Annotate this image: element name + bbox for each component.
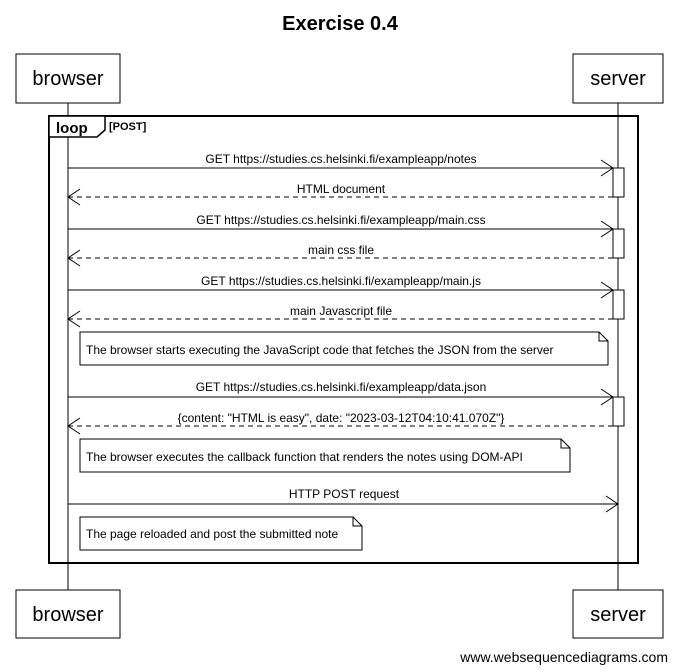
message-label: HTTP POST request (289, 487, 400, 501)
message-label: {content: "HTML is easy", date: "2023-03… (178, 411, 505, 425)
message-request: GET https://studies.cs.helsinki.fi/examp… (68, 152, 614, 177)
activation-bar (612, 167, 625, 198)
actor-server-bottom-label: server (590, 604, 646, 626)
actor-browser-top-label: browser (32, 68, 103, 90)
actor-server-top: server (572, 53, 664, 104)
message-request: HTTP POST request (68, 487, 619, 513)
message-label: main css file (308, 243, 374, 257)
note-text: The page reloaded and post the submitted… (86, 527, 339, 541)
message-response: main css file (67, 243, 613, 267)
actor-browser-bottom: browser (15, 589, 121, 639)
message-label: GET https://studies.cs.helsinki.fi/examp… (201, 274, 481, 288)
message-label: main Javascript file (290, 304, 392, 318)
message-request: GET https://studies.cs.helsinki.fi/examp… (68, 274, 614, 299)
loop-condition: [POST] (109, 121, 147, 133)
activation-bar (612, 228, 625, 259)
message-request: GET https://studies.cs.helsinki.fi/examp… (68, 213, 614, 238)
watermark-link[interactable]: www.websequencediagrams.com (459, 649, 668, 665)
message-label: GET https://studies.cs.helsinki.fi/examp… (196, 380, 487, 394)
note-text: The browser executes the callback functi… (86, 450, 523, 464)
actor-browser-bottom-label: browser (32, 604, 103, 626)
message-label: GET https://studies.cs.helsinki.fi/examp… (196, 213, 485, 227)
actor-browser-top: browser (15, 53, 121, 104)
actor-server-bottom: server (572, 589, 664, 639)
activation-bar (612, 396, 625, 427)
message-response: HTML document (67, 182, 613, 206)
diagram-title: Exercise 0.4 (282, 13, 399, 35)
actor-server-top-label: server (590, 68, 646, 90)
activation-bar (612, 289, 625, 320)
message-response: {content: "HTML is easy", date: "2023-03… (67, 411, 613, 435)
loop-keyword: loop (56, 120, 88, 137)
message-request: GET https://studies.cs.helsinki.fi/examp… (68, 380, 614, 406)
message-label: HTML document (297, 182, 386, 196)
note-text: The browser starts executing the JavaScr… (86, 343, 554, 357)
message-label: GET https://studies.cs.helsinki.fi/examp… (205, 152, 476, 166)
note: The browser executes the callback functi… (79, 438, 571, 473)
message-response: main Javascript file (67, 304, 613, 328)
note: The page reloaded and post the submitted… (79, 516, 363, 551)
loop-frame: loop [POST] (48, 115, 639, 564)
note: The browser starts executing the JavaScr… (79, 331, 609, 366)
